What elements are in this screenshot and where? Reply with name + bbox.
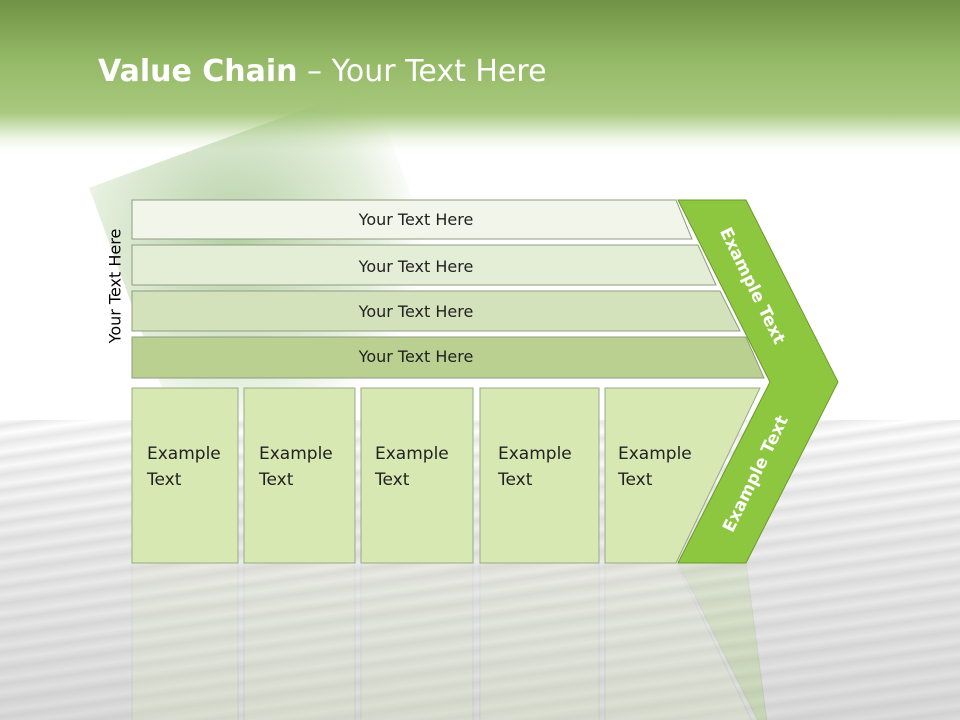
title-bold: Value Chain xyxy=(98,54,298,89)
title-rest: – Your Text Here xyxy=(297,54,547,89)
activity-box-4 xyxy=(479,387,600,564)
header-band xyxy=(0,0,960,150)
support-row-2 xyxy=(131,244,717,286)
support-row-4-label: Your Text Here xyxy=(358,347,474,366)
support-row-1 xyxy=(131,199,693,240)
diagram-reflection xyxy=(131,562,768,720)
support-row-2-label: Your Text Here xyxy=(358,257,474,276)
support-row-1-label: Your Text Here xyxy=(358,210,474,229)
support-row-3-label: Your Text Here xyxy=(358,302,474,321)
activity-box-3 xyxy=(360,387,474,564)
support-row-4 xyxy=(131,336,765,379)
activity-box-1 xyxy=(131,387,239,564)
support-rows: Your Text Here Your Text Here Your Text … xyxy=(131,199,765,379)
page-title: Value Chain – Your Text Here xyxy=(98,54,547,89)
support-row-3 xyxy=(131,290,741,332)
activity-box-2 xyxy=(243,387,356,564)
